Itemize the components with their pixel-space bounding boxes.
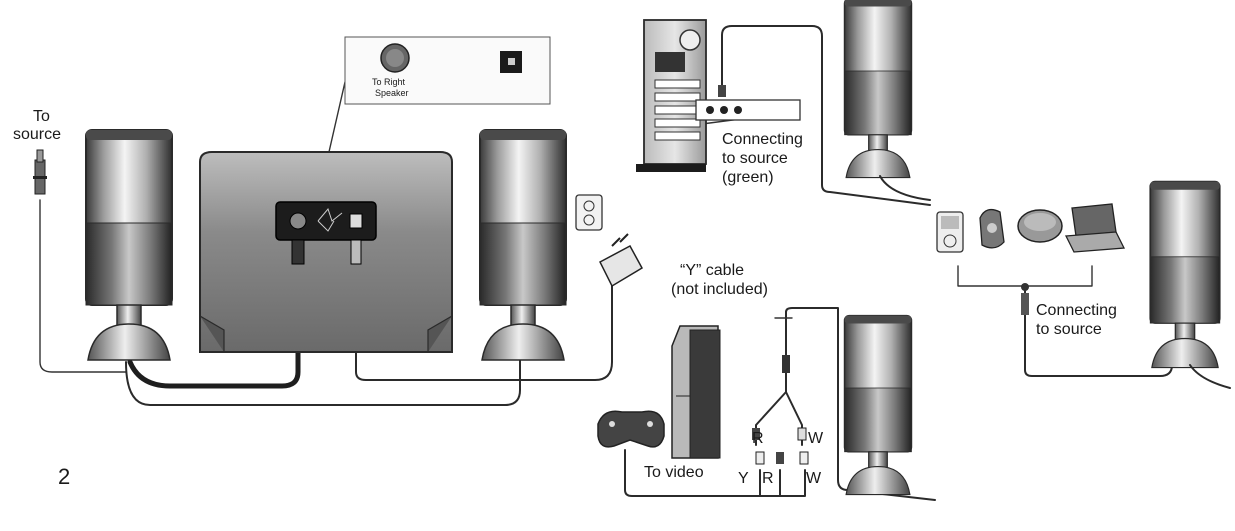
gamepad-icon — [597, 410, 665, 448]
connecting-green-line3: (green) — [722, 169, 774, 186]
cd-player-icon — [979, 208, 1005, 249]
jack-w-top-label: W — [808, 430, 824, 447]
jack-r-top-label: R — [752, 430, 764, 447]
back-panel-callout — [344, 36, 551, 105]
right-speaker-icon — [1149, 180, 1221, 369]
mp3-player-icon — [936, 211, 964, 253]
source-plug-right — [1021, 283, 1029, 315]
game-console-icon — [671, 325, 721, 459]
to-source-label-line1: To — [33, 108, 50, 125]
discman-icon — [1017, 209, 1063, 243]
wall-outlet-icon — [575, 194, 603, 231]
y-cable-label-line2: (not included) — [671, 281, 768, 298]
power-adapter-icon — [599, 233, 644, 288]
subwoofer-icon — [199, 151, 453, 353]
connecting-source-line2: to source — [1036, 321, 1102, 338]
rca-connectors — [752, 355, 809, 465]
jack-r-bottom-label: R — [762, 470, 774, 487]
laptop-icon — [1064, 203, 1126, 253]
jack-y-label: Y — [738, 470, 749, 487]
to-source-label-line2: source — [13, 126, 61, 143]
computer-tower-icon — [636, 19, 726, 172]
y-cable-label-line1: “Y” cable — [680, 262, 744, 279]
right-front-speaker-icon — [479, 129, 567, 361]
top-speaker-icon — [843, 0, 913, 179]
to-source-plug — [33, 149, 47, 195]
to-right-speaker-label-line1: To Right — [372, 77, 406, 87]
audio-jack-panel — [695, 99, 801, 121]
to-video-label: To video — [644, 464, 704, 481]
to-right-speaker-label-line2: Speaker — [375, 88, 409, 98]
jack-w-bottom-label: W — [806, 470, 822, 487]
connecting-green-line1: Connecting — [722, 131, 803, 148]
bottom-middle-speaker-icon — [843, 314, 913, 496]
left-speaker-icon — [85, 129, 173, 361]
connecting-source-line1: Connecting — [1036, 302, 1117, 319]
page-number: 2 — [58, 464, 70, 489]
connecting-green-line2: to source — [722, 150, 788, 167]
